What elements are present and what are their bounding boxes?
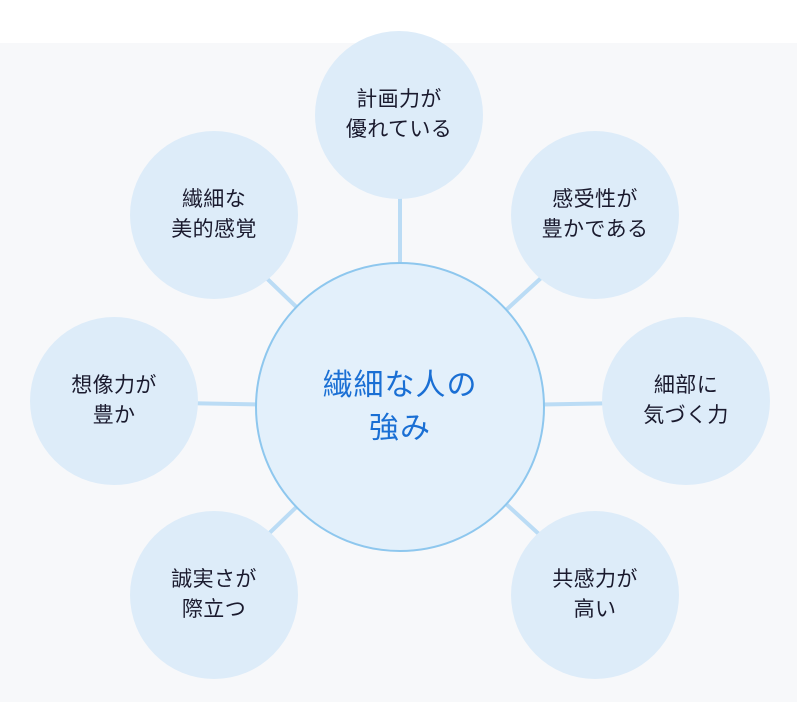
- satellite-node-empathy[interactable]: 共感力が 高い: [511, 511, 679, 679]
- satellite-node-imagination-label: 想像力が 豊か: [71, 373, 157, 427]
- satellite-node-aesthetic[interactable]: 繊細な 美的感覚: [130, 131, 298, 299]
- satellite-node-planning-label: 計画力が 優れている: [345, 87, 453, 141]
- center-node-label: 繊細な人の 強み: [322, 367, 478, 447]
- satellite-node-sensitivity-label: 感受性が 豊かである: [541, 187, 649, 241]
- satellite-node-detail-label: 細部に 気づく力: [643, 373, 729, 427]
- satellite-node-detail[interactable]: 細部に 気づく力: [602, 317, 770, 485]
- satellite-node-planning[interactable]: 計画力が 優れている: [315, 31, 483, 199]
- satellite-node-empathy-label: 共感力が 高い: [552, 567, 638, 621]
- satellite-node-sincerity-label: 誠実さが 際立つ: [171, 567, 257, 621]
- satellite-node-sensitivity[interactable]: 感受性が 豊かである: [511, 131, 679, 299]
- satellite-node-imagination[interactable]: 想像力が 豊か: [30, 317, 198, 485]
- center-node[interactable]: 繊細な人の 強み: [255, 262, 545, 552]
- satellite-node-aesthetic-label: 繊細な 美的感覚: [171, 187, 257, 241]
- satellite-node-sincerity[interactable]: 誠実さが 際立つ: [130, 511, 298, 679]
